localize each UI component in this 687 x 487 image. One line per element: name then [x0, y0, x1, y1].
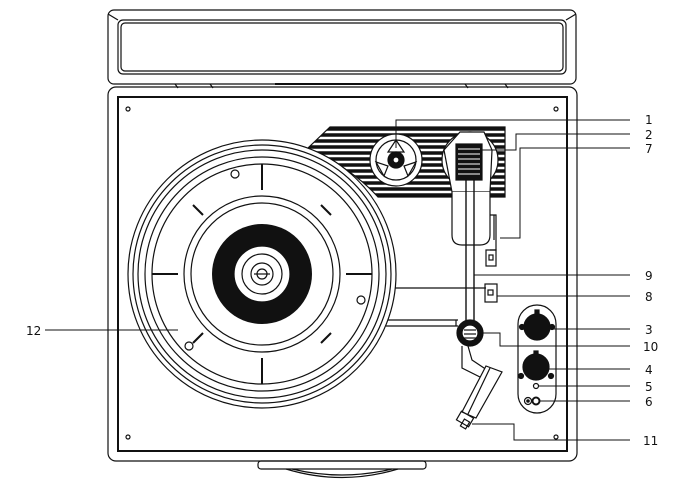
headphone-jack[interactable] [523, 396, 541, 406]
lid [107, 9, 577, 89]
callout-8: 8 [645, 290, 653, 304]
callout-4: 4 [645, 363, 653, 377]
speed-knob[interactable] [518, 309, 556, 341]
leader-1 [395, 119, 630, 148]
callout-11: 11 [643, 434, 658, 448]
callout-2: 2 [645, 128, 653, 142]
leader-2 [479, 133, 630, 151]
callout-1: 1 [645, 113, 653, 127]
leader-lines [45, 119, 630, 441]
screw-bottom-right [553, 434, 559, 440]
screw-bottom-left [125, 434, 131, 440]
record-label [212, 224, 312, 324]
deck-plate [384, 287, 486, 327]
callout-9: 9 [645, 269, 653, 283]
callout-3: 3 [645, 323, 653, 337]
callout-12: 12 [26, 324, 41, 338]
leader-10 [483, 332, 630, 347]
callout-7: 7 [645, 142, 653, 156]
callout-6: 6 [645, 395, 653, 409]
leader-11 [472, 423, 630, 441]
handle [257, 460, 427, 479]
indicator-light [532, 382, 540, 390]
screw-top-right [553, 106, 559, 112]
callout-10: 10 [643, 340, 658, 354]
tonearm-lift[interactable] [485, 249, 497, 267]
callout-5: 5 [645, 380, 653, 394]
tonearm [441, 131, 503, 430]
volume-knob[interactable] [517, 350, 555, 381]
screw-top-left [125, 106, 131, 112]
control-panel [517, 304, 557, 414]
cartridge [461, 365, 503, 419]
tonearm-rest [484, 283, 498, 303]
leader-7 [500, 147, 630, 239]
callout-labels: 1 2 7 9 8 3 10 4 5 6 11 12 [26, 113, 658, 448]
